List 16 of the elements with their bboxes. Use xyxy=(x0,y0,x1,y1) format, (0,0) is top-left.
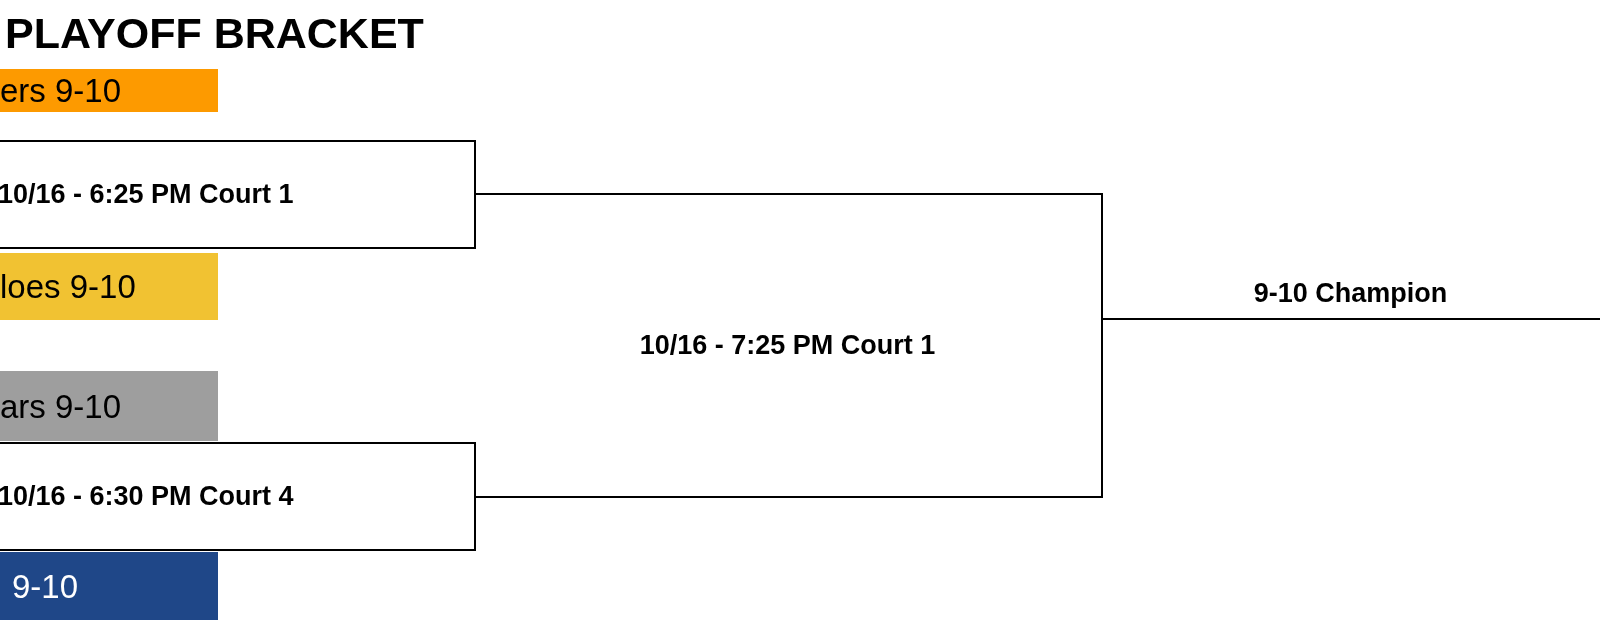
node-label: ers 9-10 xyxy=(0,74,122,107)
node-label: 10/16 - 7:25 PM Court 1 xyxy=(639,332,936,359)
team-bar xyxy=(0,253,218,320)
node-label: 10/16 - 6:25 PM Court 1 xyxy=(0,181,294,208)
node-label: ars 9-10 xyxy=(0,389,122,423)
team-bar xyxy=(0,69,218,112)
node-label: 9-10 Champion xyxy=(1253,280,1448,307)
node-label: 9-10 xyxy=(11,569,79,603)
game-box xyxy=(0,442,476,551)
team-bar xyxy=(0,371,218,441)
node-label: 10/16 - 6:30 PM Court 4 xyxy=(0,483,294,510)
node-label: loes 9-10 xyxy=(0,270,136,303)
team-bar xyxy=(0,552,218,620)
bracket-title: PLAYOFF BRACKET xyxy=(5,12,424,55)
bracket-round-box xyxy=(474,193,1103,498)
game-box xyxy=(0,140,476,249)
